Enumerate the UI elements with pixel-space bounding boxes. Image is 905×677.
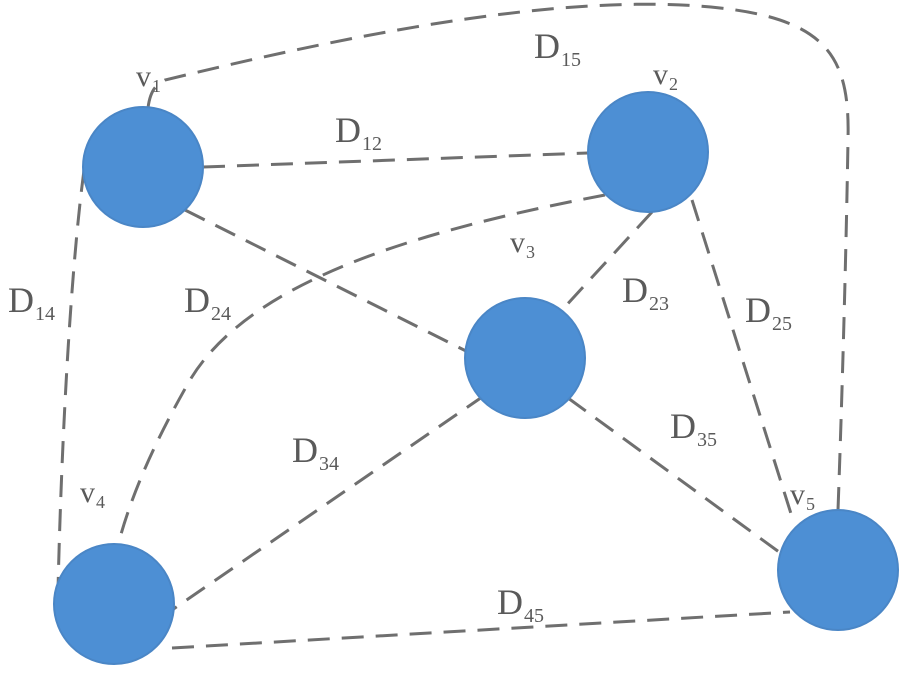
edge-d25 xyxy=(690,199,795,521)
label-d34: D34 xyxy=(292,430,339,475)
edge-d34 xyxy=(171,393,486,612)
edge-d45 xyxy=(171,610,791,650)
label-d14: D14 xyxy=(8,280,55,325)
node-v5[interactable] xyxy=(777,509,899,631)
edge-d13 xyxy=(184,208,469,354)
label-d24: D24 xyxy=(184,280,231,325)
label-d15: D15 xyxy=(534,26,581,71)
edge-d12 xyxy=(202,151,589,169)
label-v1: v1 xyxy=(136,60,161,96)
node-v1[interactable] xyxy=(82,106,204,228)
label-v4: v4 xyxy=(80,476,105,512)
edge-d35 xyxy=(567,396,791,562)
label-d25: D25 xyxy=(745,290,792,335)
label-v2: v2 xyxy=(653,58,678,94)
label-v3: v3 xyxy=(510,226,535,262)
edge-d15 xyxy=(146,2,850,511)
label-d45: D45 xyxy=(497,582,544,627)
edge-d14 xyxy=(56,169,86,591)
label-d35: D35 xyxy=(670,406,717,451)
node-v3[interactable] xyxy=(464,297,586,419)
edge-d23 xyxy=(560,210,654,312)
node-v4[interactable] xyxy=(53,543,175,665)
node-v2[interactable] xyxy=(587,91,709,213)
edge-d24 xyxy=(116,193,606,546)
label-v5: v5 xyxy=(790,478,815,514)
label-d23: D23 xyxy=(622,270,669,315)
label-d12: D12 xyxy=(335,110,382,155)
